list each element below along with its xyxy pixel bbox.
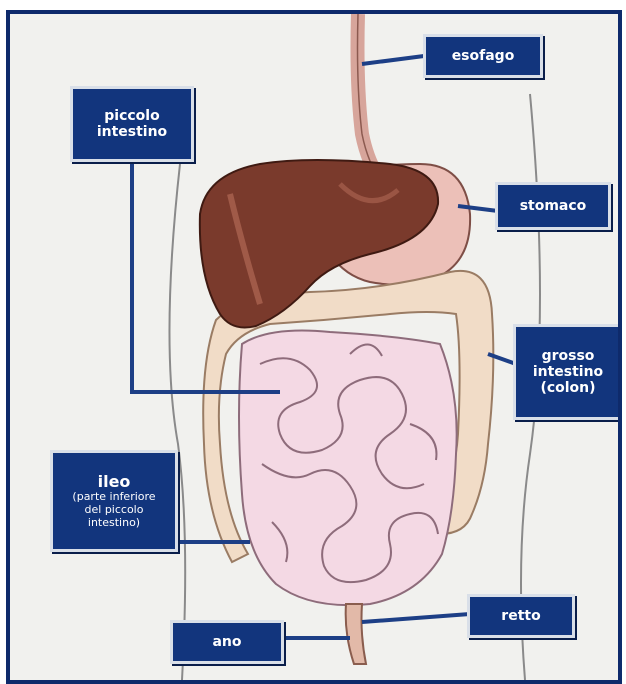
label-grosso-intestino-line-2: intestino	[533, 364, 603, 380]
label-retto: retto	[467, 594, 575, 638]
label-ano: ano	[170, 620, 284, 664]
label-piccolo-intestino-line-1: piccolo	[104, 108, 159, 124]
rectum	[346, 604, 366, 664]
label-grosso-intestino: grosso intestino (colon)	[513, 324, 622, 420]
label-retto-line: retto	[501, 608, 540, 624]
label-ileo-line-1: ileo	[98, 473, 131, 491]
label-esofago-line: esofago	[452, 48, 515, 64]
label-piccolo-intestino-line-2: intestino	[97, 124, 167, 140]
label-piccolo-intestino: piccolo intestino	[70, 86, 194, 162]
label-ileo-line-4: intestino)	[88, 517, 140, 530]
label-stomaco-line: stomaco	[520, 198, 587, 214]
small-intestine	[239, 331, 457, 606]
diagram-frame: esofago piccolo intestino stomaco grosso…	[6, 10, 622, 684]
leader-retto	[362, 614, 470, 622]
label-ileo-line-2: (parte inferiore	[72, 491, 155, 504]
label-grosso-intestino-line-3: (colon)	[540, 380, 595, 396]
label-esofago: esofago	[423, 34, 543, 78]
label-grosso-intestino-line-1: grosso	[542, 348, 595, 364]
label-stomaco: stomaco	[495, 182, 611, 230]
label-ileo-line-3: del piccolo	[85, 504, 144, 517]
label-ileo: ileo (parte inferiore del piccolo intest…	[50, 450, 178, 552]
body-outline-left	[169, 164, 185, 680]
esophagus	[358, 14, 383, 182]
label-ano-line: ano	[212, 634, 241, 650]
leader-esofago	[362, 56, 424, 64]
